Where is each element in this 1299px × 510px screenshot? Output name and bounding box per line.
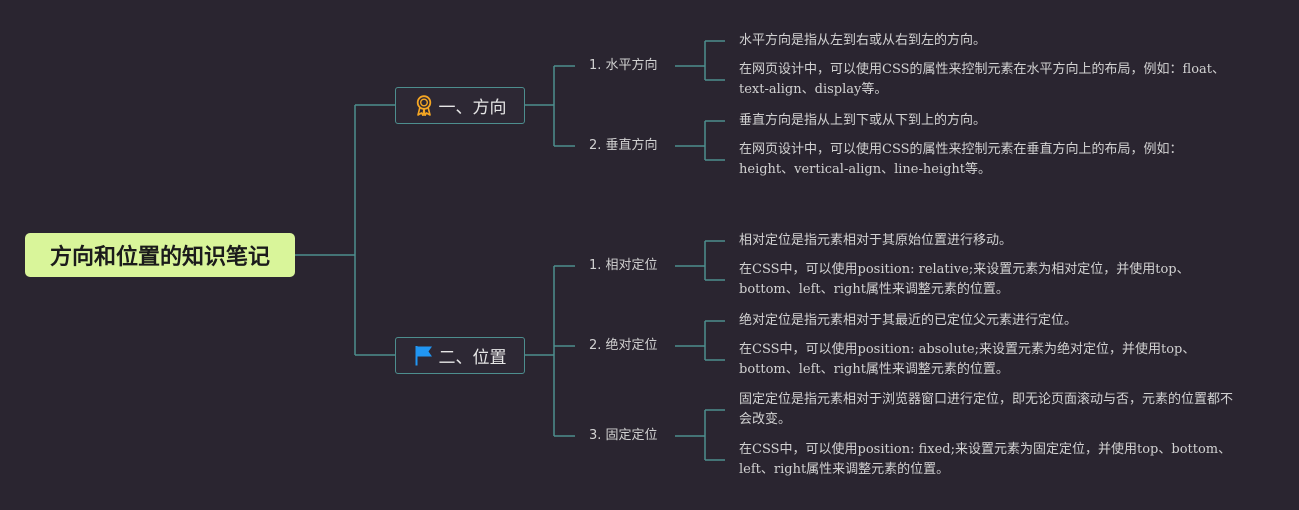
note-relative-definition[interactable]: 相对定位是指元素相对于其原始位置进行移动。 — [739, 233, 1013, 248]
connector-branch1-topics — [525, 65, 575, 147]
topic-fixed-positioning[interactable]: 3. 固定定位 — [589, 428, 658, 443]
connector-topic-abs — [675, 320, 725, 361]
branch-node-direction[interactable]: 一、方向 — [395, 87, 525, 124]
note-horizontal-definition[interactable]: 水平方向是指从左到右或从右到左的方向。 — [739, 33, 987, 48]
note-vertical-css[interactable]: 在网页设计中，可以使用CSS的属性来控制元素在垂直方向上的布局，例如：heigh… — [739, 142, 1183, 177]
branch-node-label: 一、方向 — [438, 98, 507, 118]
root-node-label: 方向和位置的知识笔记 — [49, 245, 270, 270]
connector-topic-v — [675, 120, 725, 161]
connector-root-branches — [295, 104, 395, 356]
topic-relative-positioning[interactable]: 1. 相对定位 — [589, 258, 658, 273]
note-fixed-css[interactable]: 在CSS中，可以使用position: fixed;来设置元素为固定定位，并使用… — [739, 442, 1232, 477]
connector-topic-h — [675, 40, 725, 81]
branch-node-position[interactable]: 二、位置 — [395, 337, 525, 374]
connector-branch2-topics — [525, 265, 575, 437]
flag-icon — [414, 345, 434, 367]
note-fixed-definition[interactable]: 固定定位是指元素相对于浏览器窗口进行定位，即无论页面滚动与否，元素的位置都不会改… — [739, 392, 1234, 427]
note-absolute-css[interactable]: 在CSS中，可以使用position: absolute;来设置元素为绝对定位，… — [739, 342, 1196, 377]
note-absolute-definition[interactable]: 绝对定位是指元素相对于其最近的已定位父元素进行定位。 — [739, 313, 1078, 328]
topic-vertical[interactable]: 2. 垂直方向 — [589, 138, 658, 153]
note-horizontal-css[interactable]: 在网页设计中，可以使用CSS的属性来控制元素在水平方向上的布局，例如：float… — [739, 62, 1226, 97]
note-relative-css[interactable]: 在CSS中，可以使用position: relative;来设置元素为相对定位，… — [739, 262, 1190, 297]
root-node[interactable]: 方向和位置的知识笔记 — [25, 233, 295, 277]
branch-node-label: 二、位置 — [438, 348, 507, 368]
connector-topic-fix — [675, 409, 725, 461]
connector-topic-rel — [675, 240, 725, 281]
topic-horizontal[interactable]: 1. 水平方向 — [589, 58, 658, 73]
note-vertical-definition[interactable]: 垂直方向是指从上到下或从下到上的方向。 — [739, 113, 987, 128]
award-ribbon-icon — [414, 95, 434, 117]
topic-absolute-positioning[interactable]: 2. 绝对定位 — [589, 338, 658, 353]
